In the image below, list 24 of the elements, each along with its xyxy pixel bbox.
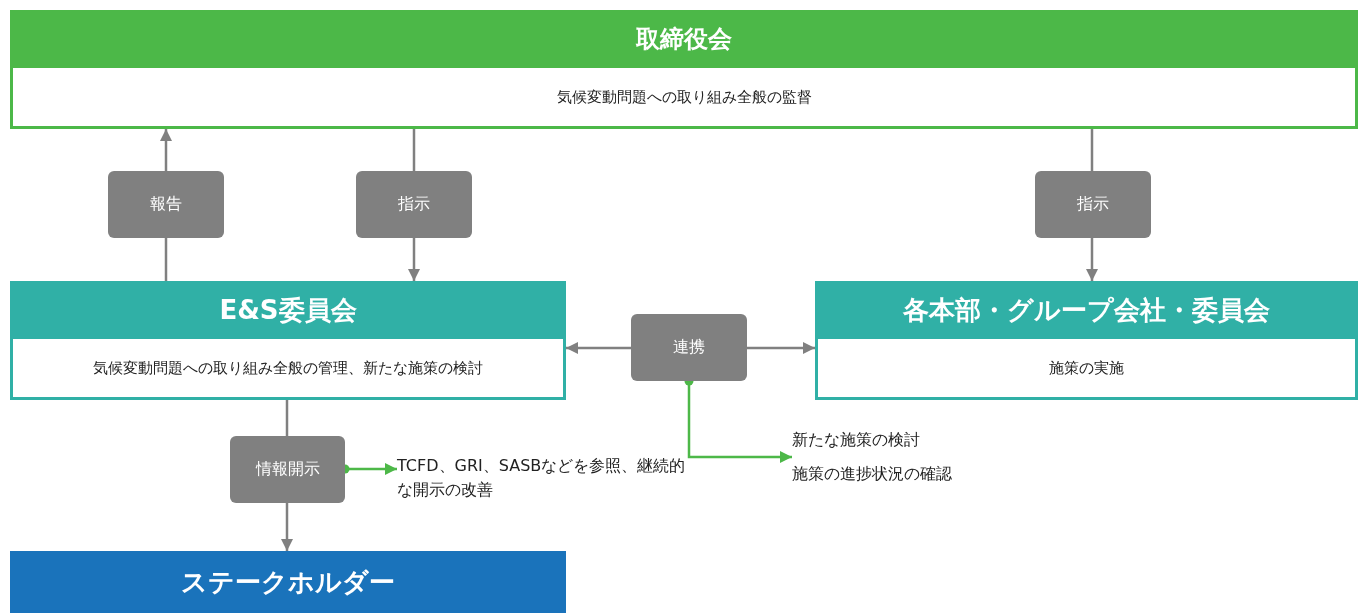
stakeholder-band: ステークホルダー bbox=[10, 551, 566, 613]
process-label: 情報開示 bbox=[230, 436, 345, 503]
panel-heading: 各本部・グループ会社・委員会 bbox=[815, 281, 1358, 339]
note-text: TCFD、GRI、SASBなどを参照、継続的な開示の改善 bbox=[397, 454, 687, 508]
note-text: 新たな施策の検討 bbox=[792, 429, 921, 451]
process-label: 指示 bbox=[356, 171, 472, 238]
division-panel bbox=[815, 281, 1358, 400]
panel-heading: 取締役会 bbox=[10, 10, 1358, 68]
panel-description: 施策の実施 bbox=[1048, 357, 1125, 379]
arrow bbox=[281, 503, 293, 551]
arrow bbox=[566, 342, 631, 354]
panel-description: 気候変動問題への取り組み全般の監督 bbox=[555, 86, 813, 108]
process-label: 指示 bbox=[1035, 171, 1151, 238]
panel-description: 気候変動問題への取り組み全般の管理、新たな施策の検討 bbox=[92, 357, 484, 379]
board-panel bbox=[10, 10, 1358, 129]
arrow bbox=[408, 238, 420, 281]
process-label: 報告 bbox=[108, 171, 224, 238]
process-label: 連携 bbox=[631, 314, 747, 381]
panel-heading: E&S委員会 bbox=[10, 281, 566, 339]
note-text: 施策の進捗状況の確認 bbox=[792, 463, 953, 485]
committee-panel bbox=[10, 281, 566, 400]
arrow bbox=[747, 342, 815, 354]
arrow bbox=[160, 129, 172, 171]
arrow bbox=[1086, 238, 1098, 281]
